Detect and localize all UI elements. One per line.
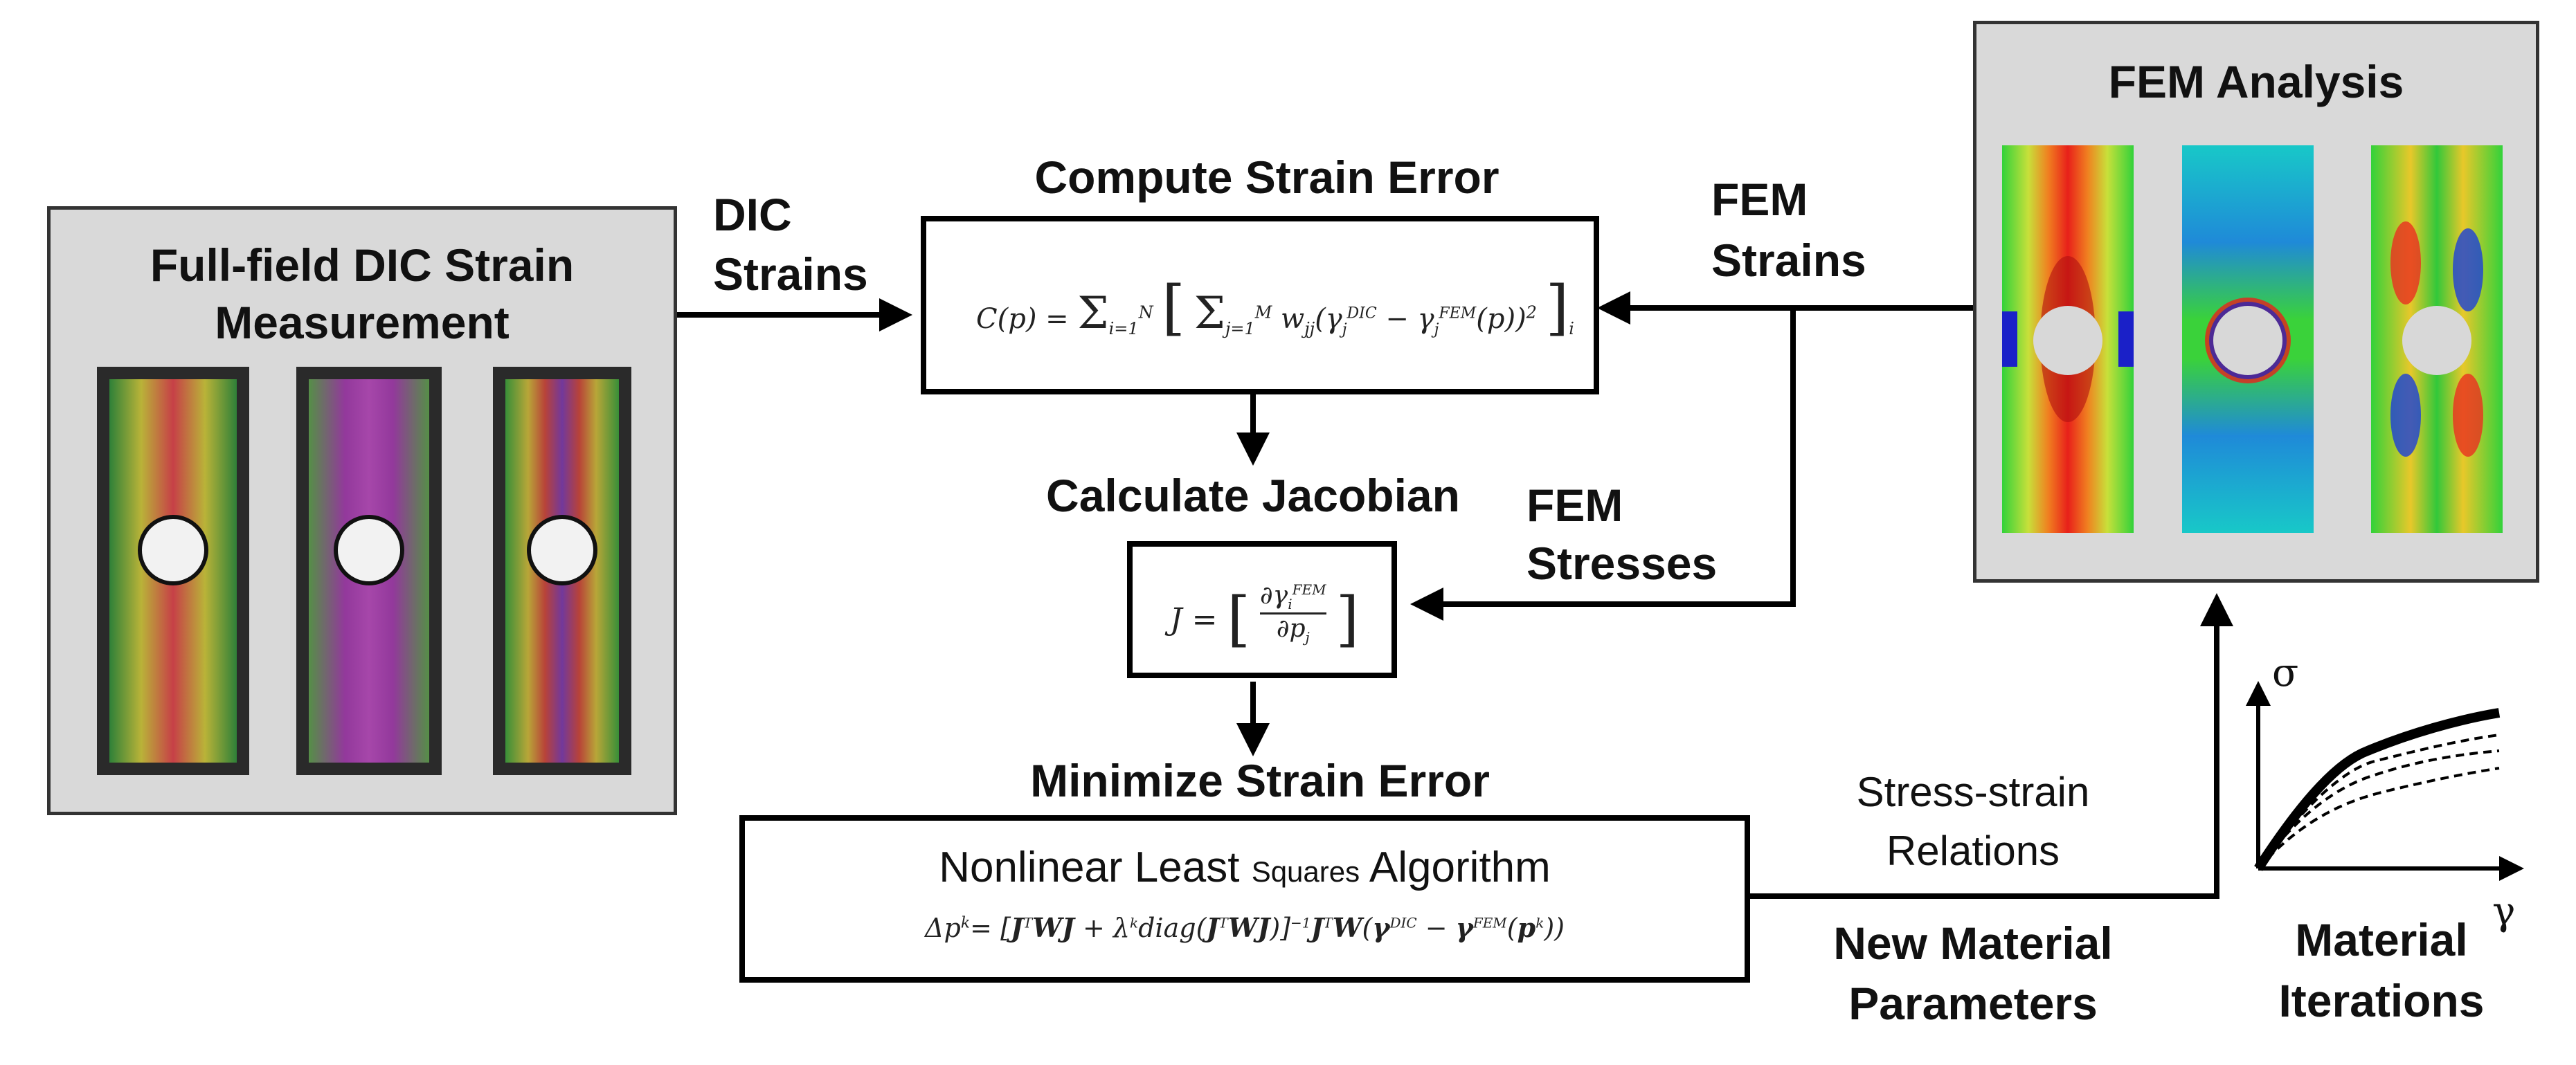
label-dic-strains-2: Strains [713, 248, 868, 300]
algorithm-name-part-2: Squares [1251, 855, 1360, 888]
algorithm-name-part-1: Nonlinear Least [939, 844, 1252, 891]
label-fem-strains-1: FEM [1711, 174, 1808, 225]
label-material-iterations-1: Material [2295, 914, 2468, 965]
dic-panel-title-1: Full-field DIC Strain [150, 239, 575, 291]
minimize-box [739, 815, 1750, 983]
label-fem-stresses-1: FEM [1526, 480, 1623, 531]
jacobian-title: Calculate Jacobian [1046, 470, 1460, 521]
update-formula: Δpk= [JTWJ + λkdiag(JTWJ)]−1JTW(γDIC − γ… [925, 912, 1565, 943]
label-fem-stresses-2: Stresses [1526, 538, 1718, 589]
arrow-fem-stresses-to-jacobian [1410, 308, 1796, 621]
gamma-axis-label: γ [2492, 889, 2516, 934]
compute-title: Compute Strain Error [1034, 152, 1499, 203]
fem-contour-3 [2371, 145, 2503, 533]
compute-box [921, 216, 1599, 394]
algorithm-name-part-3: Algorithm [1360, 844, 1551, 891]
minimize-title: Minimize Strain Error [1030, 755, 1490, 806]
jacobian-formula: J = [ ∂γiFEM ∂pj ] [1170, 581, 1360, 655]
stress-strain-plot [2246, 681, 2524, 881]
sigma-axis-label: σ [2272, 650, 2299, 695]
dic-specimen-3 [493, 367, 631, 775]
label-dic-strains-1: DIC [713, 189, 792, 240]
arrow-params-to-fem [1746, 593, 2233, 899]
fem-panel-title: FEM Analysis [2108, 56, 2404, 107]
fem-contour-1 [2002, 145, 2134, 533]
fem-contour-2 [2182, 145, 2314, 533]
jacobian-box [1127, 541, 1397, 678]
label-stress-strain-1: Stress-strain [1856, 769, 2090, 815]
dic-specimen-2 [296, 367, 442, 775]
dic-panel-title-2: Measurement [215, 297, 510, 348]
dic-specimen-1 [97, 367, 249, 775]
algorithm-name: Nonlinear Least Squares Algorithm [739, 843, 1750, 892]
label-new-params-2: Parameters [1848, 978, 2098, 1029]
label-fem-strains-2: Strains [1711, 235, 1866, 286]
label-new-params-1: New Material [1833, 918, 2113, 969]
label-material-iterations-2: Iterations [2278, 975, 2485, 1026]
label-stress-strain-2: Relations [1886, 828, 2060, 874]
compute-formula: C(p) = Σi=1N [ Σj=1M wjj(γjDIC − γjFEM(p… [976, 273, 1574, 343]
